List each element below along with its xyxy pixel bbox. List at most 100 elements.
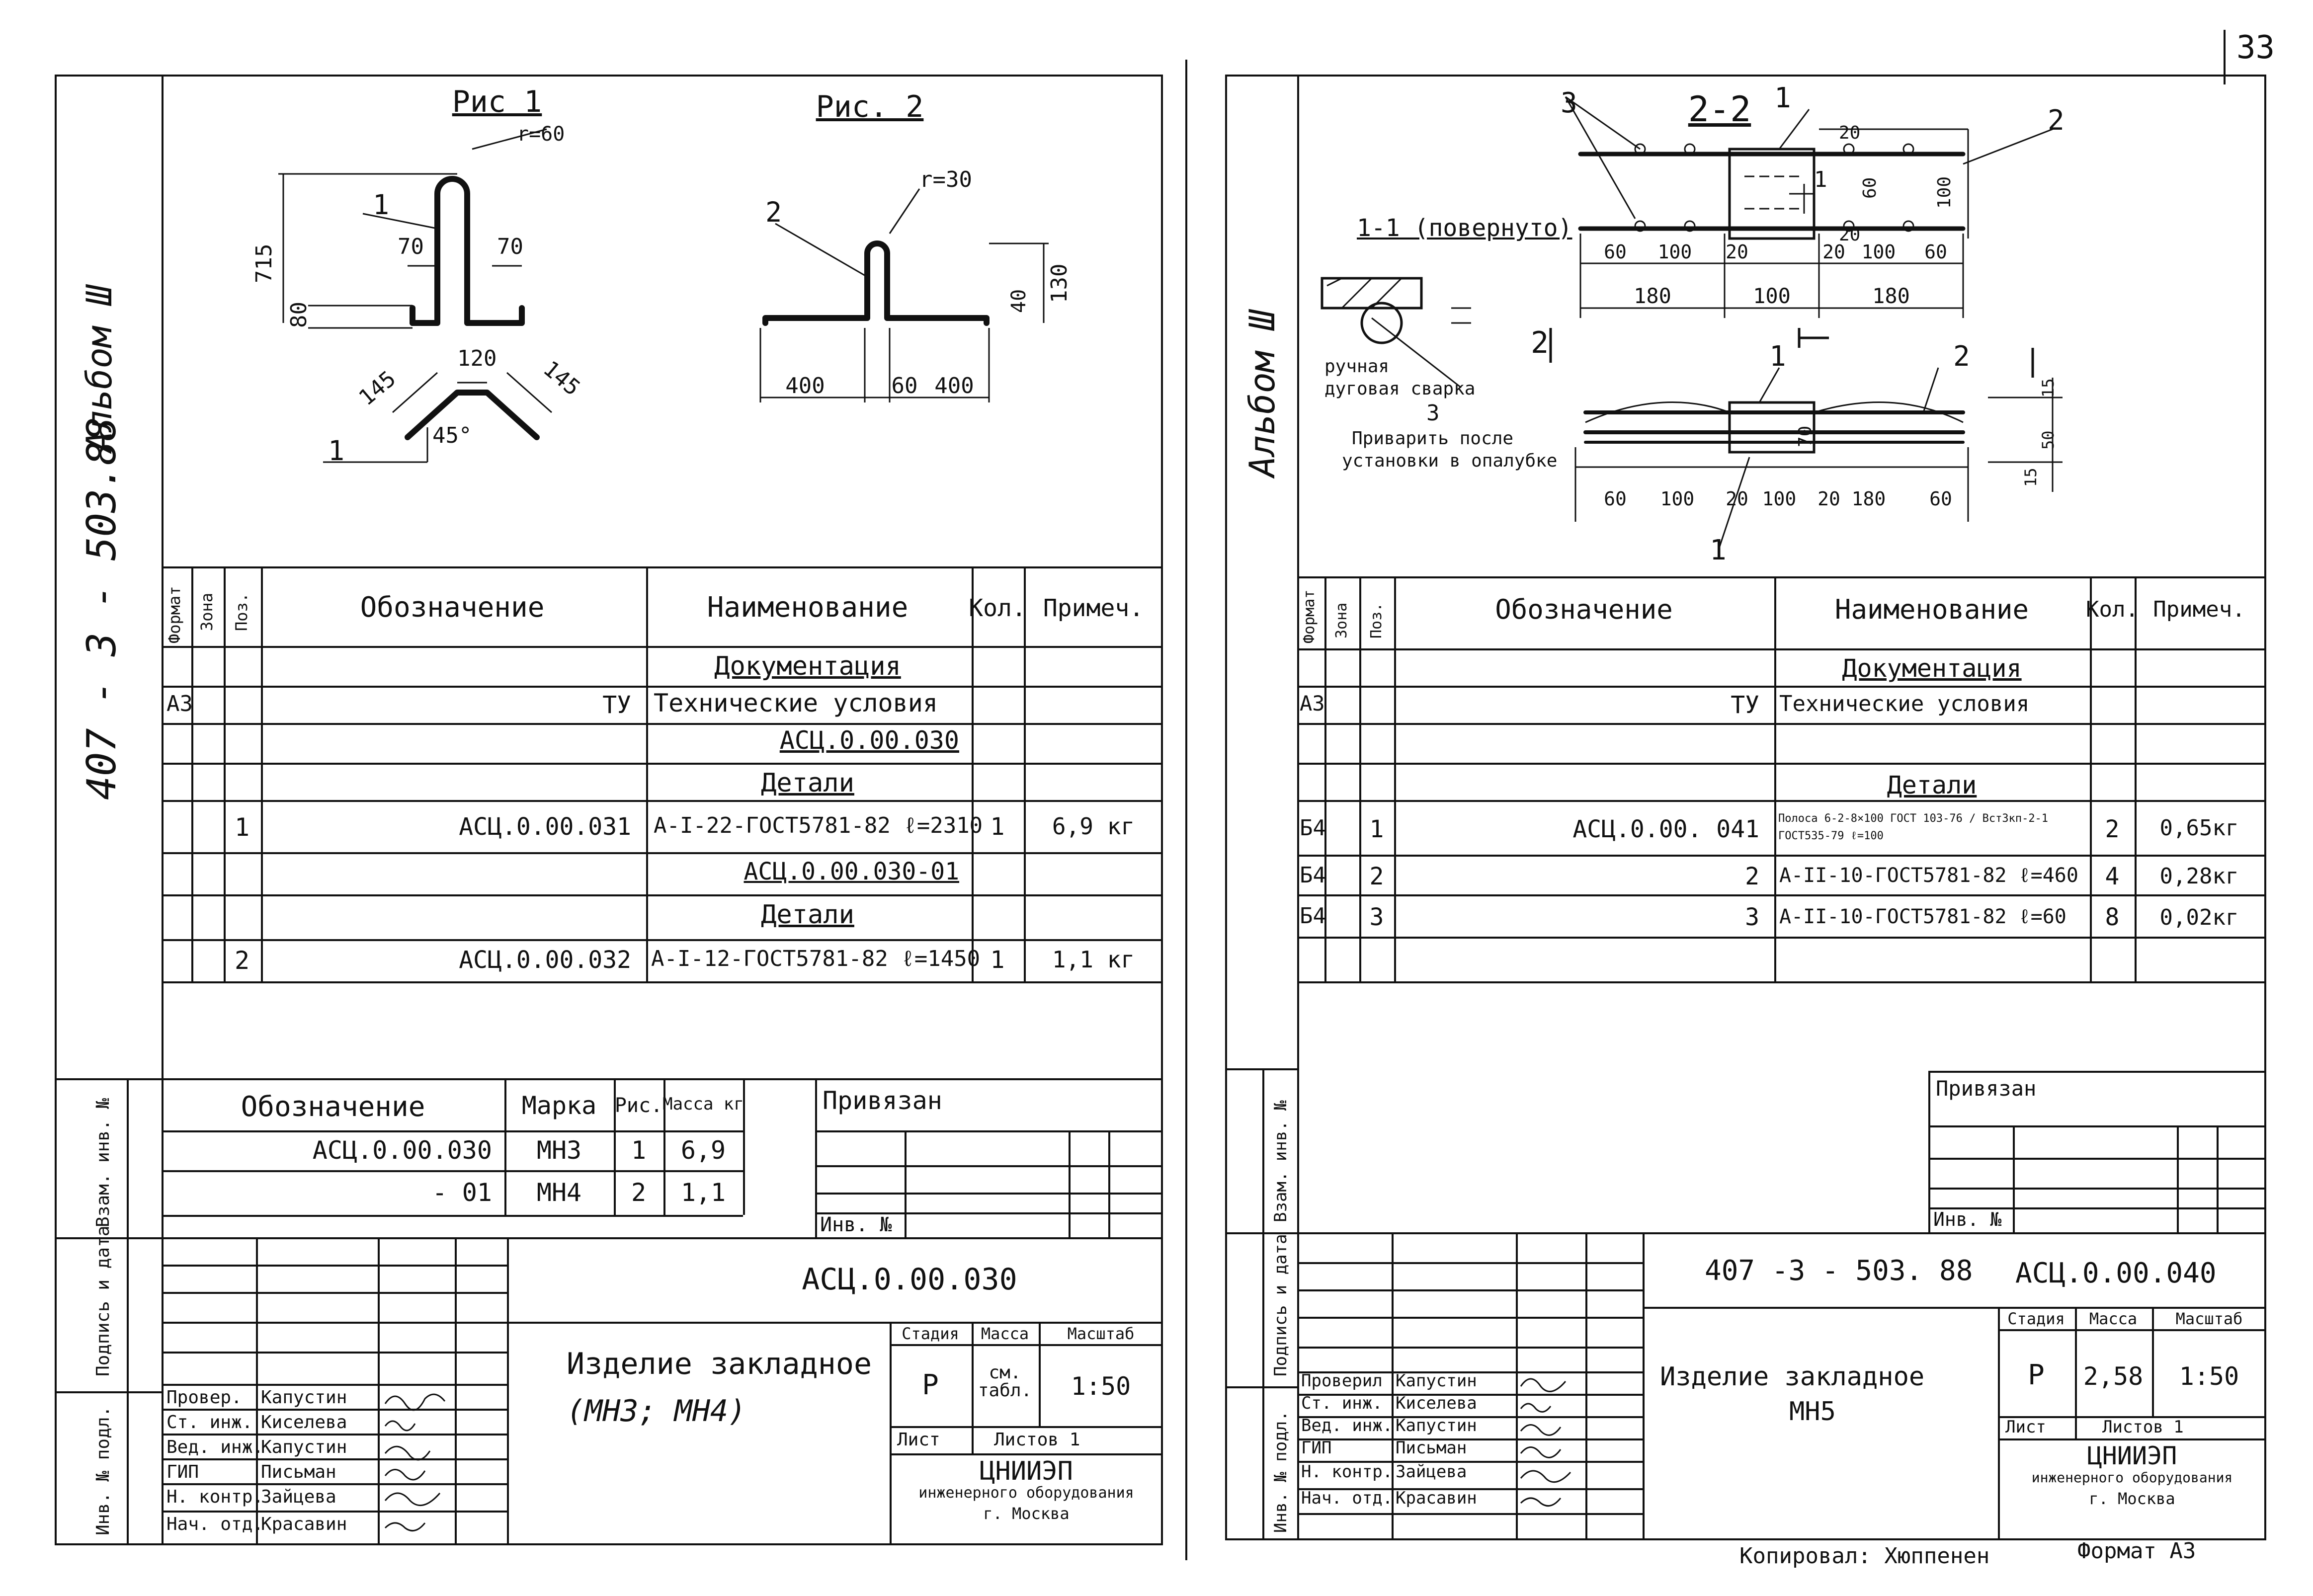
elev-dim-60a: 60 <box>1604 488 1627 510</box>
left-stamp-sheets-h: Листов 1 <box>994 1430 1080 1450</box>
plan-dim-60b: 60 <box>1924 241 1947 263</box>
right-spec-r5-format: Б4 <box>1300 863 1326 888</box>
right-spec-r6-qty: 8 <box>2105 903 2120 931</box>
plan-dim-100: 100 <box>1753 284 1791 308</box>
left-stamp-scale: 1:50 <box>1071 1372 1131 1401</box>
right-plan-pos1: 1 <box>1774 82 1791 114</box>
right-name-0: Капустин <box>1396 1371 1477 1391</box>
right-role-0: Проверил <box>1301 1371 1383 1391</box>
left-name-5: Красавин <box>261 1514 347 1534</box>
left-spec-h-name: Наименование <box>707 591 909 624</box>
fig2-dim-60: 60 <box>891 373 918 399</box>
fig1-pos1-bottom: 1 <box>328 435 345 467</box>
right-side-strip <box>1262 1068 1264 1540</box>
left-spec-r7-designation: АСЦ.0.00.032 <box>459 946 631 974</box>
right-spec-r4-qty: 2 <box>2105 815 2120 843</box>
left-margin-rule <box>162 75 164 1545</box>
right-spec-r6-designation: 3 <box>1745 903 1759 931</box>
fig1-pos1-top: 1 <box>373 189 390 221</box>
right-name-1: Киселева <box>1396 1393 1477 1413</box>
mark-r1-mark: МН4 <box>536 1178 582 1207</box>
fig1-angle: 45° <box>432 423 472 448</box>
elev-dim-100b: 100 <box>1762 488 1797 510</box>
left-name-4: Зайцева <box>261 1487 336 1507</box>
page-number: 33 <box>2236 29 2275 66</box>
left-role-1: Ст. инж. <box>166 1412 253 1433</box>
right-margin-rule <box>1297 75 1299 1540</box>
left-spec-r4-qty: 1 <box>990 813 1005 841</box>
right-spec-r6-pos: 3 <box>1369 903 1384 931</box>
left-stamp-mass: см. табл. <box>978 1362 1032 1401</box>
left-spec-r3-name: Детали <box>761 768 854 798</box>
right-spec-r5-pos: 2 <box>1369 863 1384 890</box>
right-spec-r3-name: Детали <box>1887 771 1977 799</box>
plan-dim-100b: 100 <box>1861 241 1896 263</box>
fig2-pos2: 2 <box>765 196 782 228</box>
left-spec-r4-name: А-I-22-ГОСТ5781-82 ℓ=2310 <box>654 813 983 838</box>
right-stamp-org1: ЦНИИЭП <box>2087 1441 2177 1470</box>
plan-cut2-label: 2 <box>1531 325 1549 360</box>
right-spec-r5-qty: 4 <box>2105 863 2120 890</box>
plan-dim-20v-bottom: 20 <box>1839 225 1861 245</box>
right-name-2: Капустин <box>1396 1416 1477 1436</box>
elev-pos2: 2 <box>1953 340 1970 373</box>
left-stamp-code: АСЦ.0.00.030 <box>802 1262 1017 1297</box>
right-spec-r5-name: А-II-10-ГОСТ5781-82 ℓ=460 <box>1779 864 2078 887</box>
plan-dim-180b: 180 <box>1872 284 1910 308</box>
left-name-0: Капустин <box>261 1387 347 1408</box>
left-stamp-org1: ЦНИИЭП <box>980 1456 1073 1486</box>
right-role-5: Нач. отд. <box>1301 1488 1393 1508</box>
right-stamp-series: 407 -3 - 503. 88 <box>1705 1255 1973 1287</box>
left-spec-h-note: Примеч. <box>1043 594 1144 622</box>
elev-dim-20a: 20 <box>1726 488 1748 510</box>
sheet-divider <box>1185 60 1187 1560</box>
left-spec-h-qty: Кол. <box>969 594 1026 622</box>
left-spec-r4-pos: 1 <box>234 813 250 842</box>
right-inv-label: Инв. № <box>1933 1208 2002 1230</box>
left-name-2: Капустин <box>261 1437 347 1457</box>
sheet-format: Формат А3 <box>2077 1538 2196 1564</box>
right-spec-r6-format: Б4 <box>1300 903 1326 929</box>
right-spec-r4-designation: АСЦ.0.00. 041 <box>1572 815 1759 843</box>
right-drawing-bottom <box>1297 576 2266 578</box>
fig2-title: Рис. 2 <box>816 89 924 124</box>
elev-dim-100a: 100 <box>1660 488 1695 510</box>
fig2-radius: r=30 <box>919 167 972 192</box>
left-drawing-bottom <box>162 566 1163 568</box>
left-spec-r4-designation: АСЦ.0.00.031 <box>459 813 631 841</box>
left-spec-r7-pos: 2 <box>234 946 250 975</box>
mark-r0-fig: 1 <box>631 1136 647 1165</box>
mark-r0-mass: 6,9 <box>680 1136 726 1165</box>
mark-r1-designation: - 01 <box>432 1178 492 1207</box>
left-stamp-stage: Р <box>922 1369 939 1401</box>
right-spec-r0-name: Документация <box>1842 654 2022 683</box>
right-spec-h-qty: Кол. <box>2086 597 2139 622</box>
left-spec-r7-qty: 1 <box>990 946 1005 974</box>
fig2-dim-400a: 400 <box>785 373 825 399</box>
left-spec-r2-name: АСЦ.0.00.030 <box>779 726 959 755</box>
right-stamp-mass: 2,58 <box>2083 1362 2144 1391</box>
right-spec-h-designation: Обозначение <box>1495 594 1673 625</box>
mark-r1-fig: 2 <box>631 1178 647 1207</box>
right-name-5: Красавин <box>1396 1488 1477 1508</box>
right-stamp-mass-h: Масса <box>2089 1309 2138 1328</box>
left-spec-r1-designation: ТУ <box>602 691 631 719</box>
mark-h-designation: Обозначение <box>241 1091 425 1123</box>
mark-h-mark: Марка <box>521 1091 597 1120</box>
right-spec-r1-format: А3 <box>1300 691 1325 716</box>
left-spec-r7-note: 1,1 кг <box>1052 946 1135 973</box>
left-name-1: Киселева <box>261 1412 347 1433</box>
right-role-3: ГИП <box>1301 1438 1332 1458</box>
plan-dim-20a: 20 <box>1726 241 1748 263</box>
right-spec-r6-note: 0,02кг <box>2159 905 2239 930</box>
right-stamp-sheets-h: Листов 1 <box>2102 1417 2184 1437</box>
plan-dim-20v-top: 20 <box>1839 123 1861 143</box>
plan-dim-20b: 20 <box>1822 241 1845 263</box>
left-stamp-org3: г. Москва <box>983 1504 1070 1523</box>
fig1-radius: r=60 <box>517 123 565 146</box>
right-note2: установки в опалубке <box>1342 451 1558 471</box>
